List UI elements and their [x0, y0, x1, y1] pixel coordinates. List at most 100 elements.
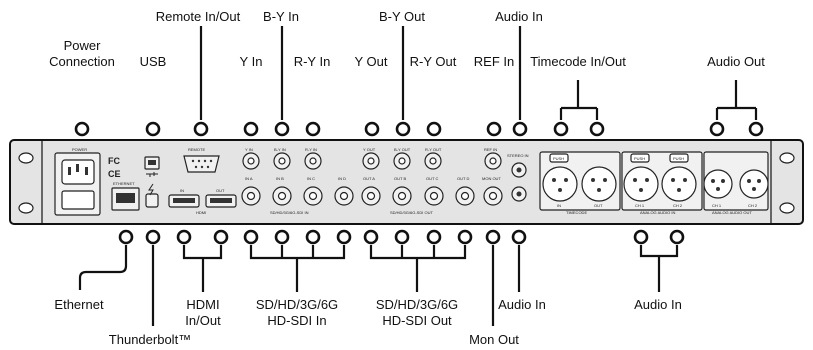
- callout-analog-in-ch1: [633, 229, 649, 245]
- callout-hdmi-in: [176, 229, 192, 245]
- label-hdmi-line2: In/Out: [185, 313, 221, 328]
- callout-usb: [145, 121, 161, 137]
- label-power-connection-line1: Power: [64, 38, 102, 53]
- panel-out-c-text: OUT C: [426, 176, 438, 181]
- bnc-y-out-inner: [367, 157, 375, 165]
- panel-y-in-text: Y IN: [245, 147, 253, 152]
- panel-ry-in-text: R-Y IN: [305, 147, 317, 152]
- bnc-by-out-inner: [398, 157, 406, 165]
- callout-sdi-in-a: [243, 229, 259, 245]
- power-pin-right: [85, 167, 88, 175]
- label-ref-in: REF In: [474, 54, 514, 69]
- power-switch-plate: [61, 190, 95, 210]
- panel-mon-out-text: MON OUT: [482, 176, 501, 181]
- panel-timecode-push-text: PUSH: [553, 156, 564, 161]
- panel-analog-audio-out-caption: ANALOG AUDIO OUT: [712, 210, 752, 215]
- callout-audio-out-ch1: [709, 121, 725, 137]
- analog-in-push-tab-2: [669, 153, 689, 163]
- rear-panel: POWER FC CE ETHERNET REMOTE IN OUT: [9, 139, 804, 225]
- bracket-audio-in-right: [639, 245, 679, 292]
- callout-audio-in-top: [512, 121, 528, 137]
- usb-icon: [146, 172, 158, 177]
- panel-in-b-text: IN B: [276, 176, 284, 181]
- label-sdi-out-line2: HD-SDI Out: [382, 313, 452, 328]
- ce-mark: CE: [108, 169, 121, 179]
- xlr-timecode-out-pin-3: [597, 188, 601, 192]
- panel-tc-in-text: IN: [557, 203, 561, 208]
- panel-hdmi-out-text: OUT: [216, 188, 225, 193]
- callout-sdi-in-b: [274, 229, 290, 245]
- callout-analog-in-ch2: [669, 229, 685, 245]
- xlr-analog-out-ch1-pin-2: [721, 179, 725, 183]
- label-hdmi-line1: HDMI: [186, 297, 219, 312]
- analog-in-push-tab-1: [630, 153, 650, 163]
- callouts-bottom: [118, 229, 685, 245]
- label-y-out: Y Out: [354, 54, 387, 69]
- panel-y-out-text: Y OUT: [363, 147, 376, 152]
- bnc-sdi-in-c-inner: [308, 191, 318, 201]
- xlr-timecode-out-pin-2: [603, 178, 607, 182]
- callout-sdi-out-d: [457, 229, 473, 245]
- label-y-in: Y In: [240, 54, 263, 69]
- xlr-analog-in-ch1-pin-2: [645, 178, 649, 182]
- bracket-hdmi: [182, 245, 223, 292]
- panel-hdmi-caption: HDMI: [196, 210, 206, 215]
- callout-y-out: [364, 121, 380, 137]
- xlr-analog-in-ch1: [623, 166, 659, 202]
- xlr-analog-in-ch2-pin-2: [683, 178, 687, 182]
- rack-ear-hole-left: [18, 152, 34, 164]
- bnc-sdi-in-d-inner: [339, 191, 349, 201]
- remote-pin-3: [203, 159, 207, 163]
- bottom-labels: Ethernet Thunderbolt™ HDMI In/Out SD/HD/…: [54, 297, 681, 347]
- rack-ear-hole-right-lower: [779, 202, 795, 214]
- leader-lines: [78, 26, 758, 326]
- panel-by-in-text: B-Y IN: [274, 147, 286, 152]
- hdmi-in-port-inner: [173, 198, 195, 203]
- callout-sdi-out-a: [363, 229, 379, 245]
- xlr-timecode-in-pin-1: [552, 178, 556, 182]
- panel-by-out-text: B-Y OUT: [394, 147, 411, 152]
- thunderbolt-icon: [148, 183, 154, 196]
- label-sdi-in-line2: HD-SDI In: [267, 313, 326, 328]
- xlr-analog-in-ch2-pin-3: [677, 188, 681, 192]
- panel-power-text: POWER: [72, 147, 87, 152]
- panel-remote-text: REMOTE: [188, 147, 205, 152]
- label-audio-out: Audio Out: [707, 54, 765, 69]
- callouts-top: [74, 121, 764, 137]
- label-power-connection-line2: Connection: [49, 54, 115, 69]
- panel-analog-in-ch2-text: CH 2: [673, 203, 683, 208]
- xlr-analog-in-ch2: [661, 166, 697, 202]
- power-pin-center: [76, 164, 79, 172]
- xlr-timecode-in-pin-2: [564, 178, 568, 182]
- callout-mon-out: [485, 229, 501, 245]
- callout-b-y-in: [274, 121, 290, 137]
- leader-ethernet: [78, 245, 128, 290]
- top-labels: Power Connection USB Remote In/Out Y In …: [49, 9, 765, 69]
- panel-timecode-caption: TIMECODE: [566, 210, 587, 215]
- callout-sdi-in-d: [336, 229, 352, 245]
- remote-pin-2: [197, 159, 201, 163]
- label-b-y-in: B-Y In: [263, 9, 299, 24]
- hdmi-out-port-inner: [210, 198, 232, 203]
- xlr-timecode-in: [542, 166, 578, 202]
- bnc-sdi-out-c-inner: [429, 191, 439, 201]
- panel-analog-in-ch1-text: CH 1: [635, 203, 645, 208]
- callout-sdi-out-b: [394, 229, 410, 245]
- label-remote-in-out: Remote In/Out: [156, 9, 241, 24]
- label-r-y-out: R-Y Out: [410, 54, 457, 69]
- fc-mark: FC: [108, 156, 120, 166]
- panel-ethernet-text: ETHERNET: [113, 181, 135, 186]
- panel-ref-in-text: REF IN: [484, 147, 497, 152]
- bnc-by-in-inner: [278, 157, 286, 165]
- callout-sdi-out-c: [426, 229, 442, 245]
- panel-out-d-text: OUT D: [457, 176, 469, 181]
- label-sdi-out-line1: SD/HD/3G/6G: [376, 297, 458, 312]
- label-r-y-in: R-Y In: [294, 54, 331, 69]
- remote-port: [183, 155, 220, 173]
- callout-audio-in-bottom: [511, 229, 527, 245]
- xlr-analog-in-ch2-pin-1: [671, 178, 675, 182]
- xlr-analog-out-ch1: [703, 169, 733, 199]
- power-pin-left: [68, 167, 71, 175]
- bnc-sdi-out-a-inner: [366, 191, 376, 201]
